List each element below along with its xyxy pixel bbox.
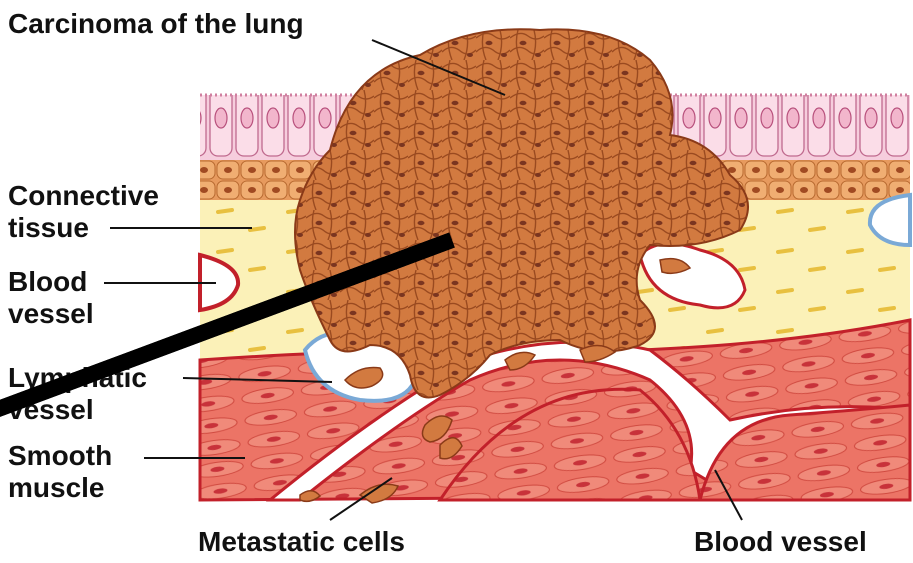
label-connective-tissue: Connective tissue (8, 180, 159, 244)
label-lymphatic-vessel-line1: Lymphatic (8, 362, 147, 394)
label-connective-tissue-line2: tissue (8, 212, 159, 244)
label-smooth-muscle: Smooth muscle (8, 440, 112, 504)
label-smooth-muscle-line2: muscle (8, 472, 112, 504)
label-blood-vessel-left-line1: Blood (8, 266, 94, 298)
label-metastatic-cells: Metastatic cells (198, 526, 405, 558)
label-carcinoma: Carcinoma of the lung (8, 8, 304, 40)
label-smooth-muscle-line1: Smooth (8, 440, 112, 472)
label-connective-tissue-line1: Connective (8, 180, 159, 212)
label-lymphatic-vessel: Lymphatic vessel (8, 362, 147, 426)
label-blood-vessel-bottom: Blood vessel (694, 526, 867, 558)
label-lymphatic-vessel-line2: vessel (8, 394, 147, 426)
label-blood-vessel-left: Blood vessel (8, 266, 94, 330)
label-blood-vessel-left-line2: vessel (8, 298, 94, 330)
